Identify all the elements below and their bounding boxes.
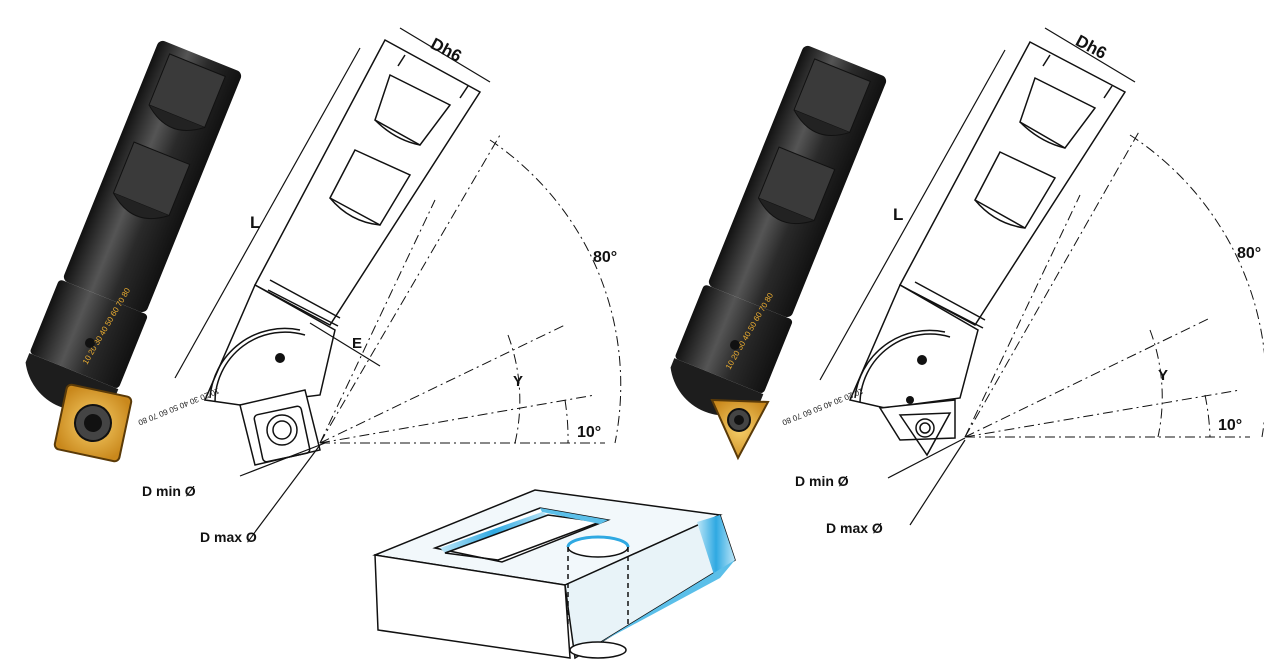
right-label-dmin: D min Ø [795, 473, 849, 489]
right-label-y: Y [1158, 367, 1168, 384]
left-label-dmin: D min Ø [142, 483, 196, 499]
svg-text:10 20 30 40 50 60 70 80: 10 20 30 40 50 60 70 80 [780, 386, 864, 427]
left-label-dmax: D max Ø [200, 529, 257, 545]
right-label-10: 10° [1218, 417, 1242, 434]
right-photo-dot [730, 340, 740, 350]
left-gold-insert [53, 383, 133, 463]
left-angle-lines [319, 134, 622, 444]
left-drawing-scale: 10 20 30 40 50 60 70 80 [136, 386, 220, 427]
right-gold-insert [710, 398, 770, 461]
left-label-80: 80° [593, 249, 617, 266]
right-tool-photo [670, 45, 887, 416]
left-label-10: 10° [577, 424, 601, 441]
right-label-dmax: D max Ø [826, 520, 883, 536]
right-drawing-dot-2 [906, 396, 914, 404]
workpiece-block [372, 489, 736, 660]
right-drawing-dot [917, 355, 927, 365]
left-photo-dot [85, 338, 95, 348]
left-tool-drawing [203, 38, 482, 466]
right-dimensions [819, 27, 1136, 526]
left-label-dh6: Dh6 [428, 34, 465, 66]
right-tool-drawing [848, 40, 1127, 457]
left-dimensions [174, 27, 491, 533]
left-drawing-dot [275, 353, 285, 363]
right-label-dh6: Dh6 [1073, 31, 1110, 63]
right-angle-lines [964, 129, 1264, 438]
left-tool-photo [25, 40, 242, 411]
right-label-80: 80° [1237, 245, 1261, 262]
left-label-e: E [352, 335, 362, 352]
svg-text:10 20 30 40 50 60 70 80: 10 20 30 40 50 60 70 80 [136, 386, 220, 427]
right-drawing-scale: 10 20 30 40 50 60 70 80 [780, 386, 864, 427]
left-label-l: L [250, 213, 260, 232]
left-label-y: Y [513, 373, 523, 390]
right-label-l: L [893, 205, 903, 224]
